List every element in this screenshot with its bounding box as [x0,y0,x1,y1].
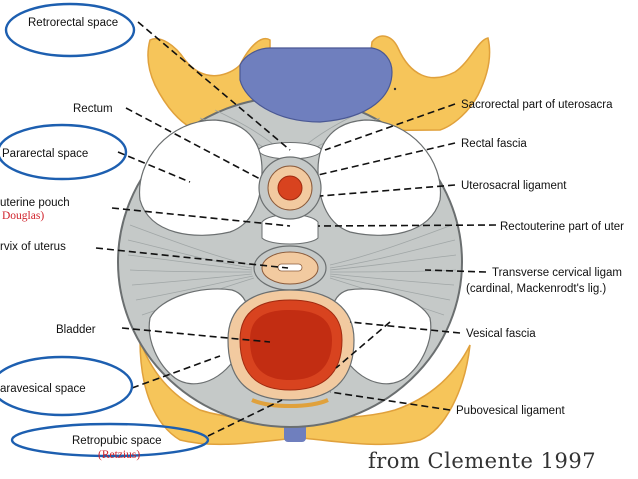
credit-caption: from Clemente 1997 [368,449,596,473]
paravesical-space-highlight [0,355,134,417]
label-retropubic-space-sub: (Retzius) [98,449,140,461]
pubovesical-ligament-band [251,398,329,408]
retrorectal-space-highlight [4,2,136,58]
left-pararectal-space-area [138,119,263,236]
scan-dot [393,87,397,91]
label-paravesical-space: aravesical space [0,383,86,395]
sacrum-vertebra [239,47,393,123]
label-rectal-fascia: Rectal fascia [461,138,527,150]
bladder-lumen [250,310,332,380]
label-retropubic-space: Retropubic space [72,435,162,447]
label-rectouterine-part: Rectouterine part of uter [500,221,624,233]
retropubic-space-highlight [10,422,210,458]
right-pararectal-space-area [317,119,442,236]
label-retrorectal-space: Retrorectal space [28,17,118,29]
pararectal-space-highlight [0,123,128,181]
label-uterosacral-ligament: Uterosacral ligament [461,180,567,192]
cervical-canal [277,263,303,272]
label-rectum: Rectum [73,103,113,115]
label-rectouterine-pouch-sub: Douglas) [2,210,44,222]
label-transverse-cervical-ligament-sub: (cardinal, Mackenrodt's lig.) [466,283,606,295]
label-vesical-fascia: Vesical fascia [466,328,536,340]
label-pubovesical-ligament: Pubovesical ligament [456,405,565,417]
rectum-lumen [277,175,303,201]
leader-lines [95,21,497,437]
label-bladder: Bladder [56,324,96,336]
label-pararectal-space: Pararectal space [2,148,88,160]
label-cervix-of-uterus: rvix of uterus [0,241,66,253]
label-rectouterine-pouch: uterine pouch [0,197,70,209]
label-transverse-cervical-ligament: Transverse cervical ligam [492,267,622,279]
label-sacrorectal-part: Sacrorectal part of uterosacra [461,99,613,111]
